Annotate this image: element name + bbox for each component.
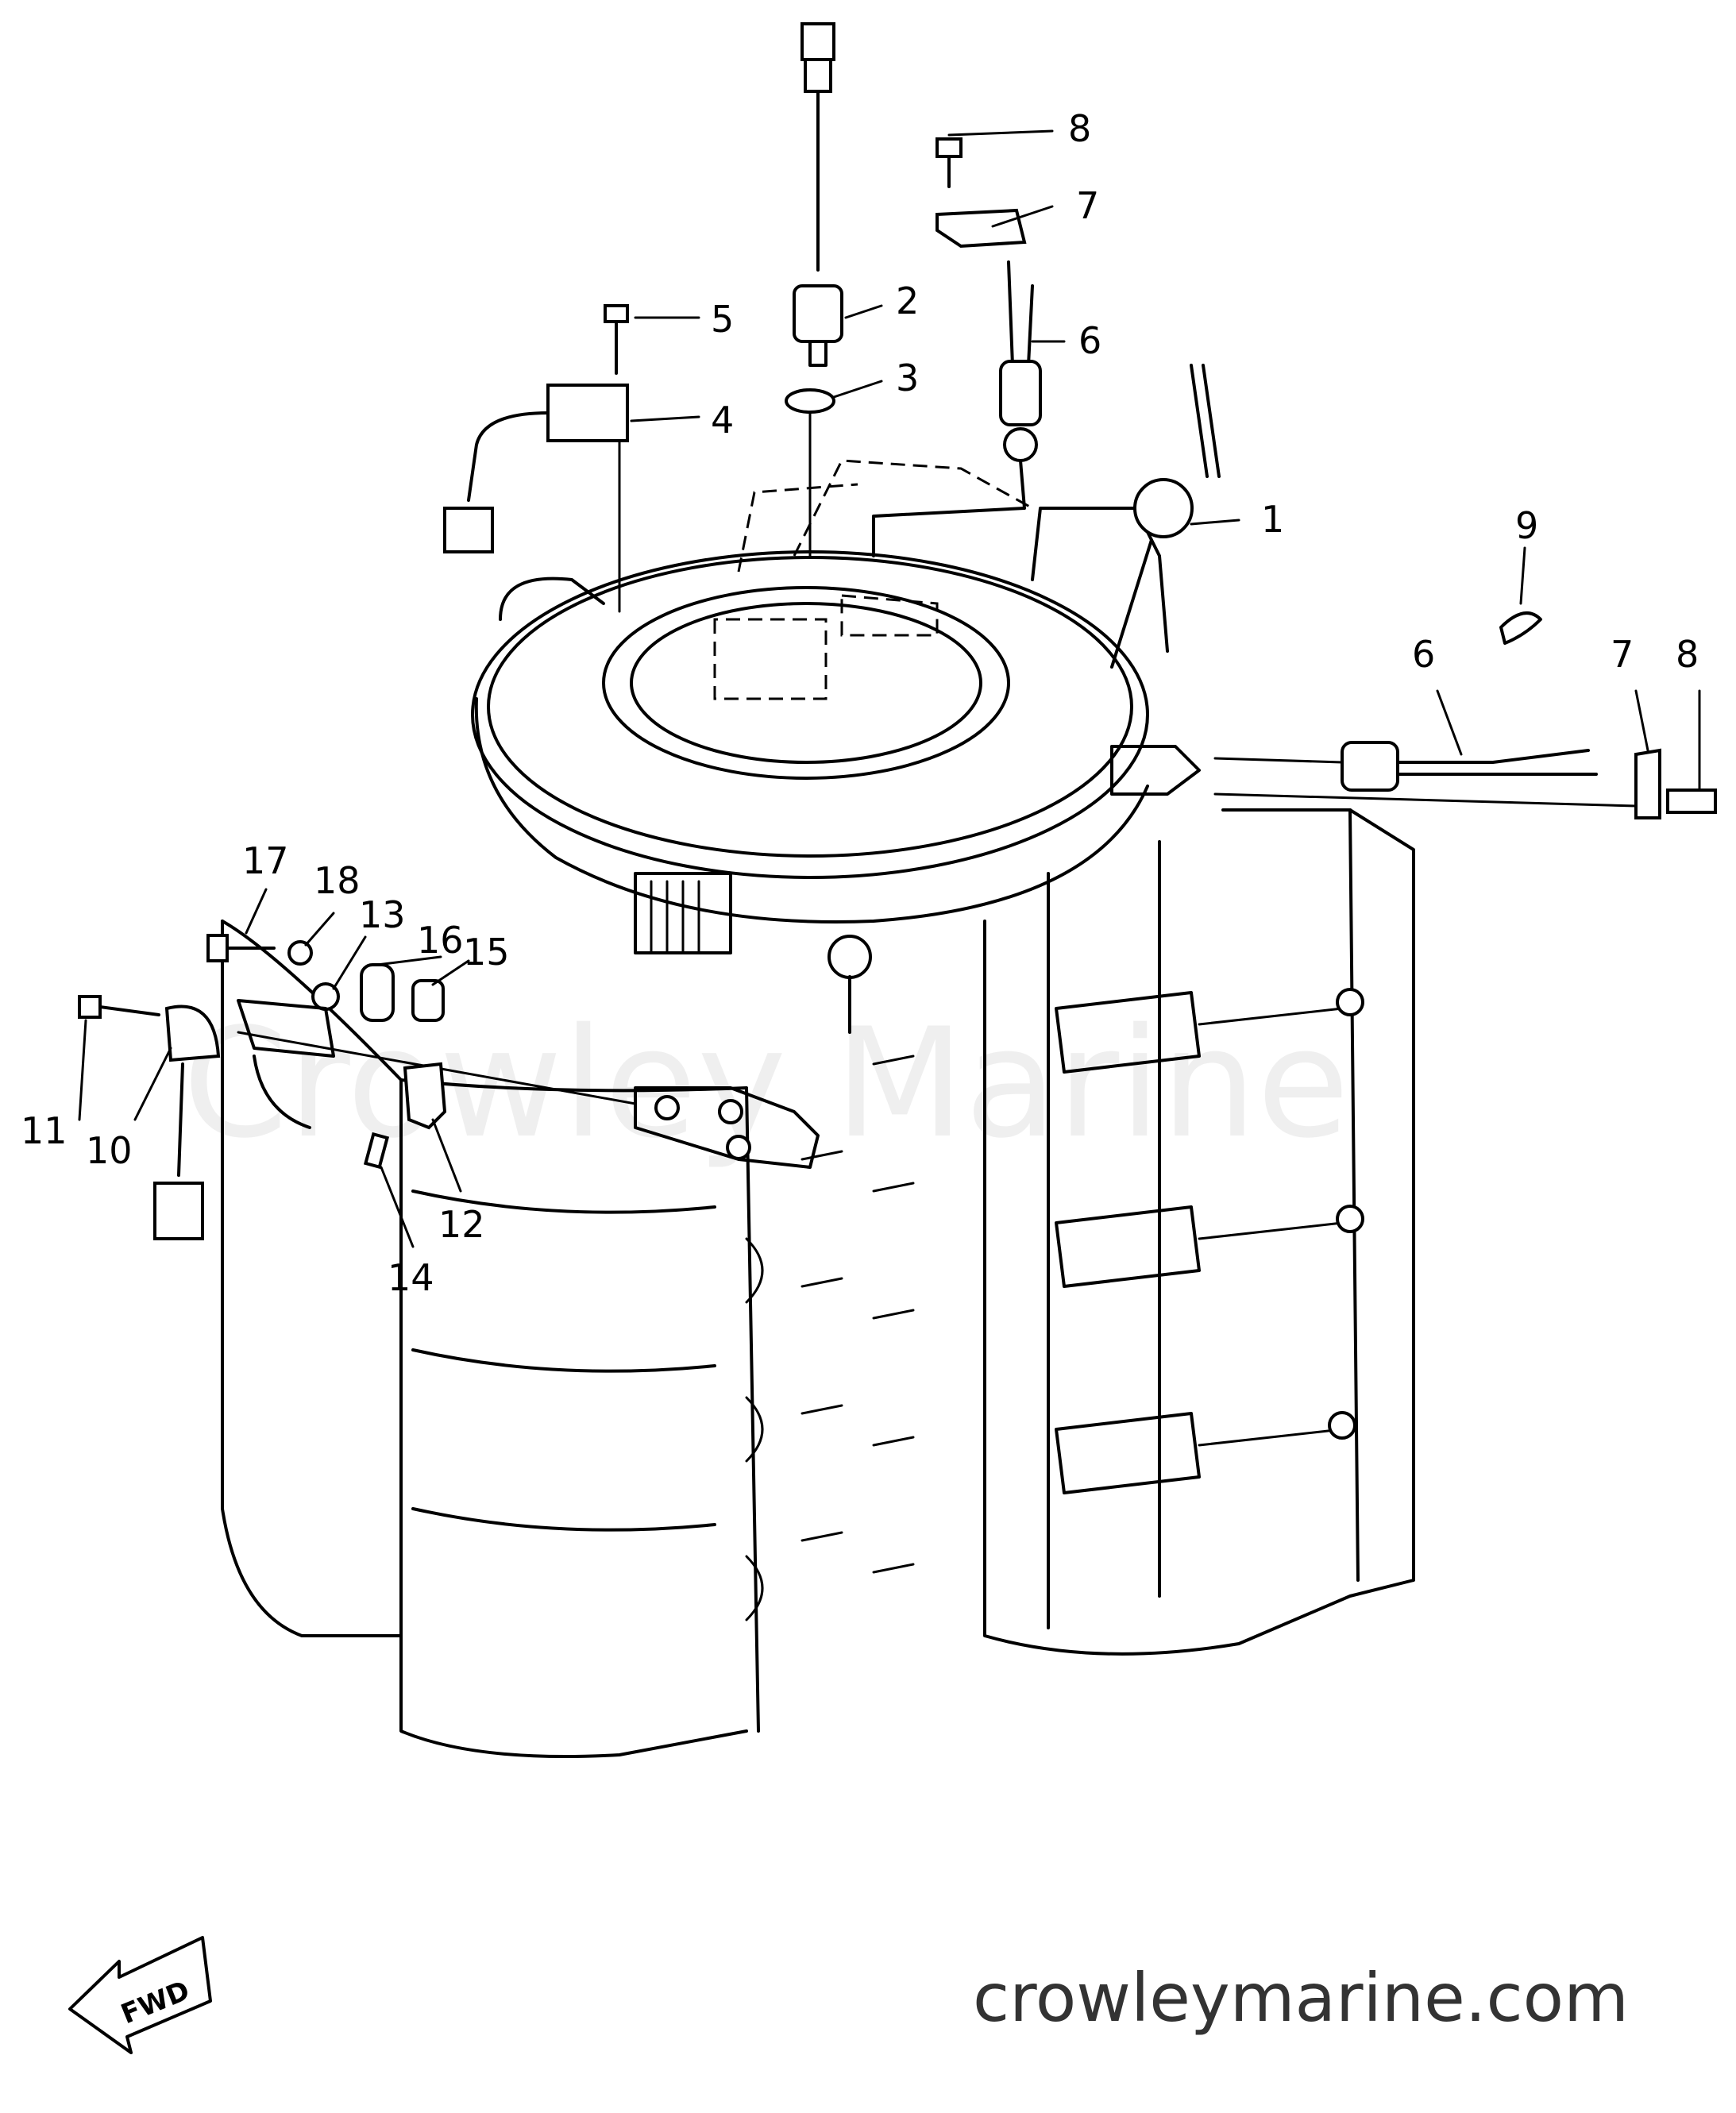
- callouts: 1 2 3 4 5 6 6 7 7 8 8 9 10 11 12 13 14 1…: [21, 107, 1699, 1299]
- bracket-7-upper: [936, 208, 1027, 249]
- sensor-1: [1110, 364, 1221, 669]
- callout-8-upper: 8: [1068, 107, 1091, 150]
- callout-8-right: 8: [1676, 633, 1699, 676]
- callout-2: 2: [896, 280, 919, 322]
- bolt-5: [604, 304, 629, 375]
- sensor-10: [153, 1004, 221, 1240]
- sensor-6-right: [1213, 741, 1638, 808]
- callout-11: 11: [21, 1109, 68, 1152]
- parts: [78, 22, 1717, 1240]
- callout-3: 3: [896, 357, 919, 399]
- bracket-7-right: [1634, 748, 1661, 819]
- lever-12: [403, 1062, 447, 1130]
- switch-4: [443, 384, 629, 613]
- washer: [785, 388, 835, 414]
- website-url: crowleymarine.com: [973, 1959, 1629, 2037]
- screw-11: [78, 995, 160, 1019]
- engine-block: [221, 459, 1415, 1758]
- callout-5: 5: [711, 298, 734, 341]
- watermark: Crowley Marine: [183, 996, 1349, 1171]
- callout-15: 15: [463, 931, 510, 974]
- link-arm: [253, 1055, 311, 1129]
- callout-4: 4: [711, 399, 734, 441]
- screw-8-right: [1666, 789, 1717, 814]
- callout-7-upper: 7: [1076, 184, 1099, 227]
- callout-17: 17: [242, 839, 289, 882]
- leader-lines: [78, 129, 1701, 1248]
- callout-1: 1: [1261, 498, 1284, 541]
- callout-9: 9: [1515, 504, 1538, 547]
- fwd-label: FWD: [117, 1975, 194, 2030]
- callout-7-right: 7: [1611, 633, 1634, 676]
- sensor-6-upper: [872, 260, 1042, 557]
- callout-16: 16: [417, 919, 464, 962]
- clamp-9: [1499, 611, 1542, 645]
- callout-18: 18: [314, 859, 361, 902]
- callout-12: 12: [438, 1203, 485, 1246]
- screw-8-upper: [936, 137, 963, 188]
- callout-6-upper: 6: [1078, 319, 1101, 362]
- bolt-17: [206, 934, 276, 962]
- callout-6-right: 6: [1412, 633, 1435, 676]
- pin-14: [363, 1132, 390, 1170]
- washer-18: [287, 940, 313, 966]
- callout-10: 10: [86, 1129, 133, 1172]
- fwd-arrow: FWD: [68, 1936, 212, 2054]
- link-bracket: [237, 999, 335, 1058]
- callout-14: 14: [388, 1256, 434, 1299]
- thermo-sensor: [793, 22, 843, 367]
- callout-13: 13: [359, 893, 406, 936]
- bush-16: [360, 963, 395, 1022]
- collar-15: [411, 979, 445, 1022]
